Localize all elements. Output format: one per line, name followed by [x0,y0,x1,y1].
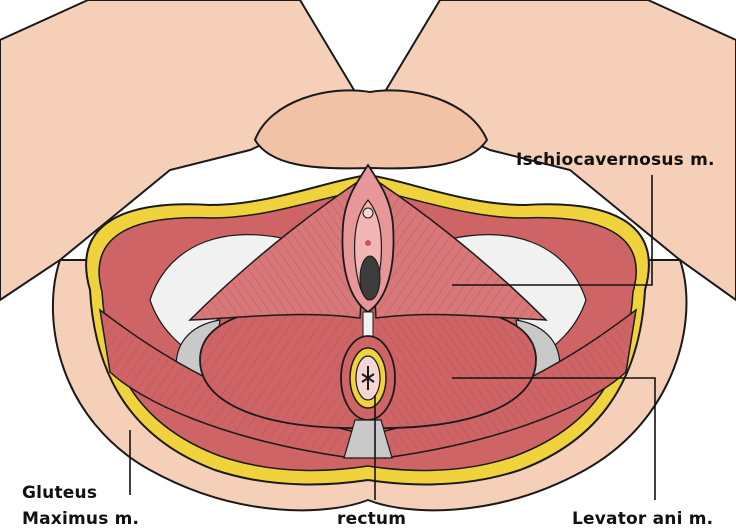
label-gluteus-line1: Gluteus [22,483,97,503]
vaginal-opening [360,256,380,300]
label-rectum: rectum [337,509,406,529]
label-gluteus-line2: Maximus m. [22,509,139,529]
label-ischiocavernosus: Ischiocavernosus m. [516,150,715,170]
label-levator-ani: Levator ani m. [572,509,713,529]
clitoris [363,208,373,218]
anus [341,336,395,420]
